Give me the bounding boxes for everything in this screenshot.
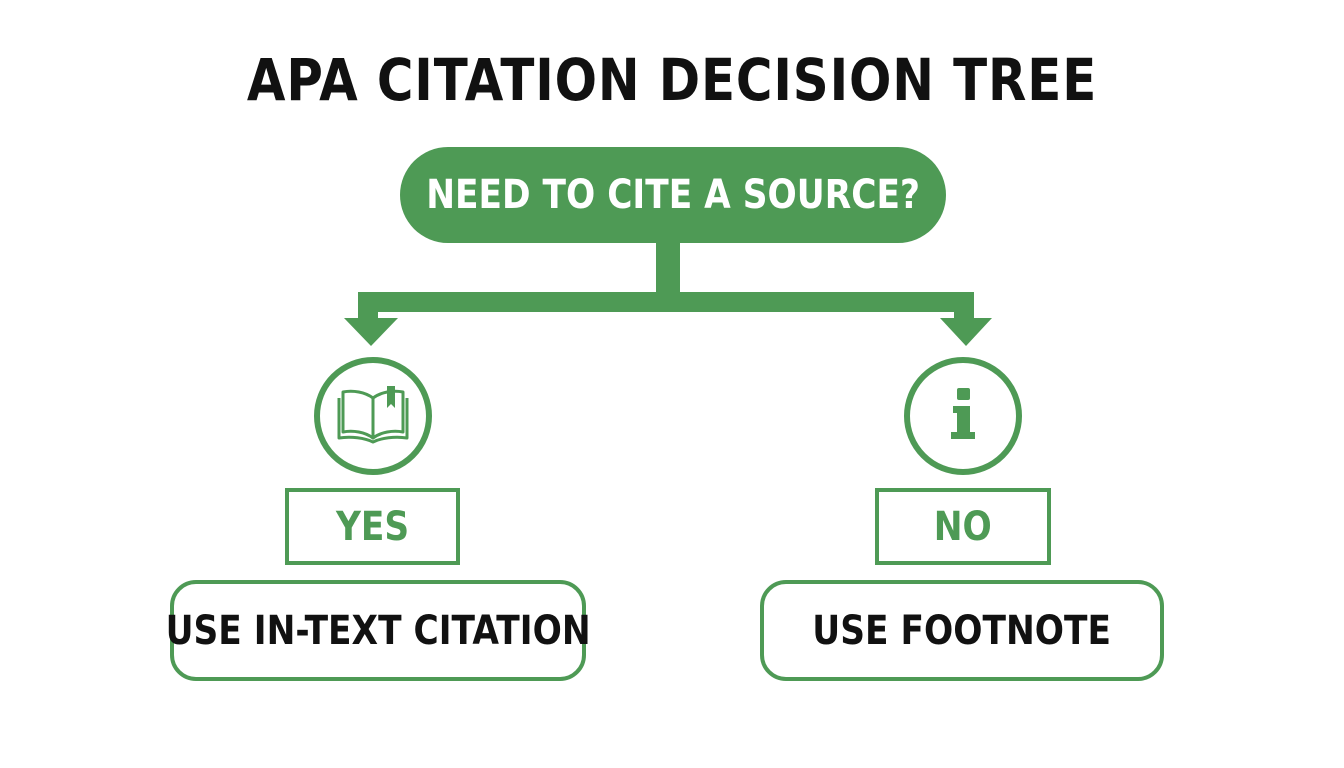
in-text-citation-result: USE IN-TEXT CITATION [166, 580, 591, 681]
question-text: NEED TO CITE A SOURCE? [426, 172, 920, 218]
left-branch-drop [358, 292, 378, 322]
footnote-text: USE FOOTNOTE [812, 607, 1112, 654]
info-icon [943, 384, 983, 448]
branch-bar [358, 292, 974, 312]
no-label-box: NO [875, 488, 1051, 565]
book-icon [335, 382, 411, 450]
yes-icon-circle [314, 357, 432, 475]
in-text-citation-text: USE IN-TEXT CITATION [165, 607, 591, 654]
diagram-title: APA CITATION DECISION TREE [246, 46, 1098, 114]
right-arrowhead [940, 318, 992, 346]
footnote-result: USE FOOTNOTE [760, 580, 1164, 681]
no-label: NO [933, 503, 993, 550]
right-branch-drop [954, 292, 974, 322]
left-arrowhead [344, 318, 398, 346]
yes-label-box: YES [285, 488, 460, 565]
stem-line [656, 240, 680, 298]
question-node: NEED TO CITE A SOURCE? [400, 147, 946, 243]
yes-label: YES [335, 503, 410, 550]
no-icon-circle [904, 357, 1022, 475]
